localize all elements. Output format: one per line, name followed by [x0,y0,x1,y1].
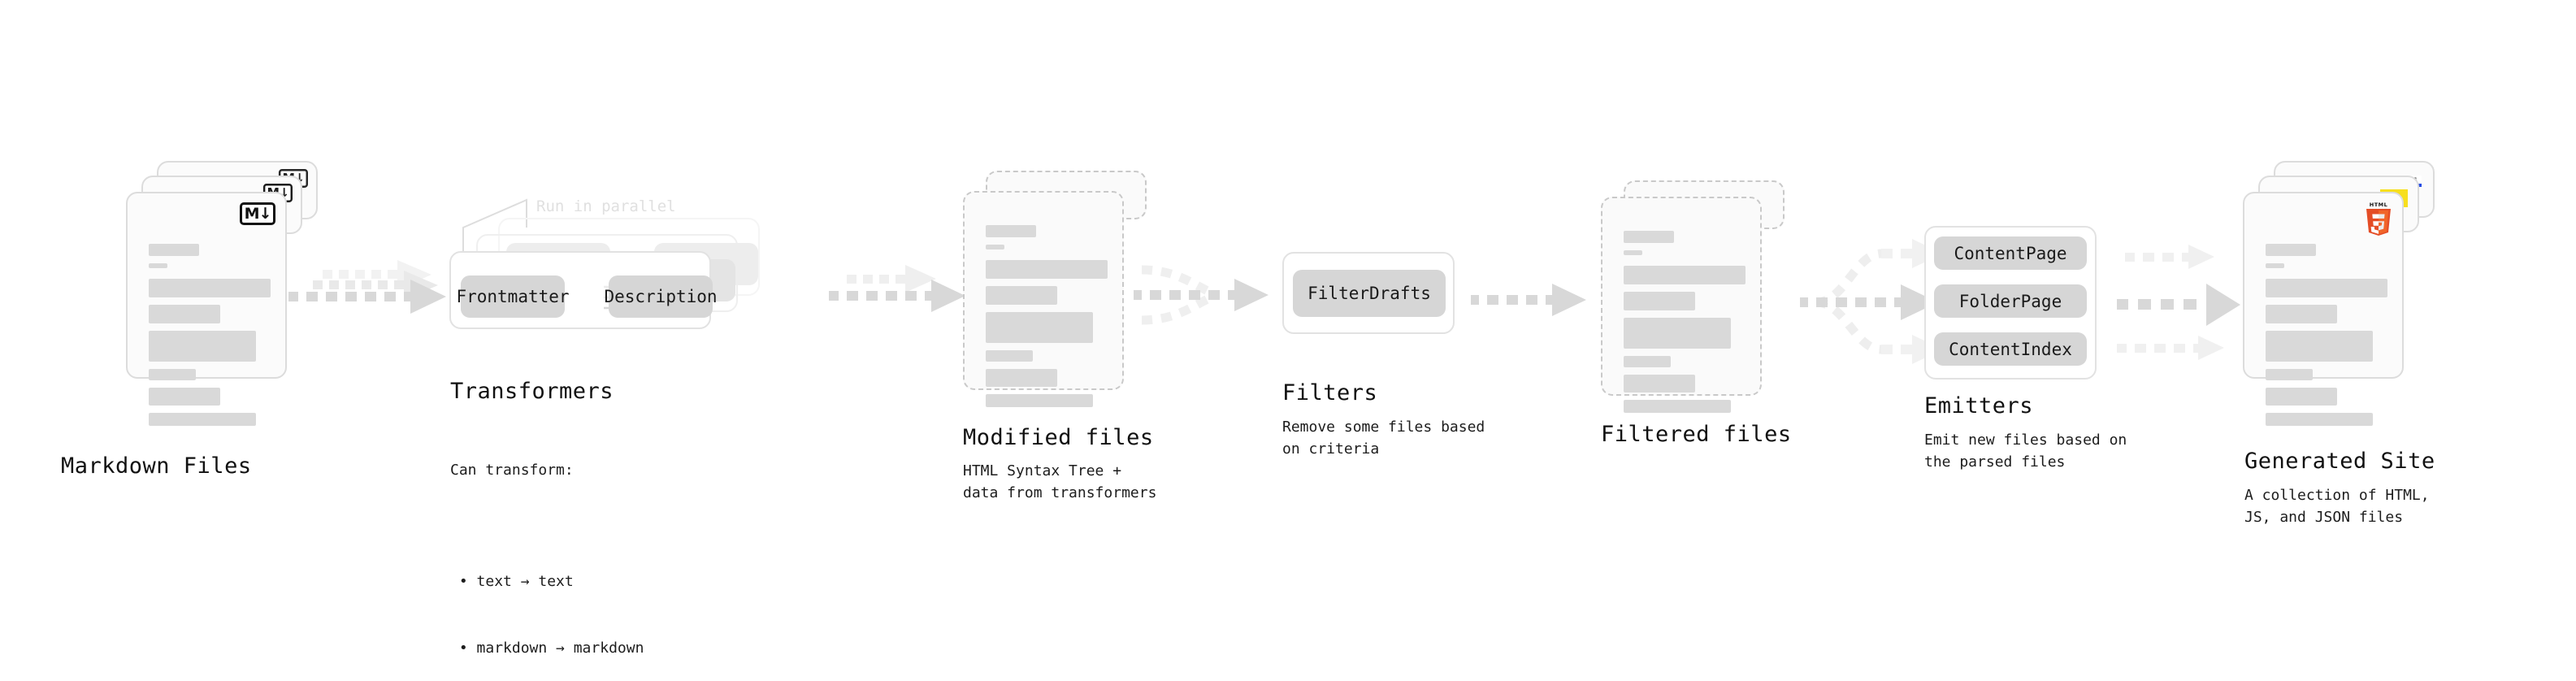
transformers-bullet-0: • text → text [450,572,574,590]
modified-files-caption: HTML Syntax Tree + data from transformer… [963,462,1157,502]
markdown-icon-label: M↓ [244,204,272,223]
arrow-filters-to-filtered [1471,284,1586,316]
emitters-chip-folderpage-label: FolderPage [1958,291,2062,311]
transformer-chip-frontmatter[interactable]: Frontmatter [456,275,570,318]
arrow-markdown-to-transformers [288,260,446,314]
svg-text:HTML: HTML [2370,202,2387,208]
transformer-chip-frontmatter-label: Frontmatter [456,287,570,306]
transformers-caption-lead: Can transform: [450,461,574,479]
filters-chip-filterdrafts[interactable]: FilterDrafts [1293,270,1446,317]
document-card-front [963,191,1124,407]
arrow-modified-to-filters [1134,265,1268,325]
arrow-emitters-to-site [2117,245,2240,360]
markdown-icon: M↓ [240,202,275,225]
transformers-bullet-1: • markdown → markdown [450,639,644,657]
document-card-front: HTML [2243,192,2404,426]
transformer-chip-description-label: Description [604,287,718,306]
emitters-chip-folderpage[interactable]: FolderPage [1934,284,2087,318]
filters-caption: Remove some files based on criteria [1282,419,1485,458]
run-in-parallel-callout [462,198,527,268]
stage-title-transformers: Transformers [450,379,614,404]
generated-site-caption: A collection of HTML, JS, and JSON files [2244,487,2430,527]
html5-icon: HTML [2363,200,2394,236]
emitters-chip-contentindex[interactable]: ContentIndex [1934,332,2087,366]
document-card-front: M↓ [126,192,287,426]
document-content-lines [1624,231,1746,420]
transformers-bullets: • text → text • markdown → markdown • ht… [450,526,644,681]
run-in-parallel-label: Run in parallel [536,197,676,215]
arrow-transformers-to-modified [829,265,965,312]
stage-title-filters: Filters [1282,380,1378,406]
stage-title-modified-files: Modified files [963,425,1154,450]
stage-title-generated-site: Generated Site [2244,449,2435,474]
document-content-lines [149,244,271,433]
filters-chip-filterdrafts-label: FilterDrafts [1308,284,1431,303]
document-content-lines [986,225,1108,414]
document-content-lines [2266,244,2387,433]
transformer-chip-description[interactable]: Description [604,275,718,318]
emitters-caption: Emit new files based on the parsed files [1924,432,2127,471]
emitters-chip-contentindex-label: ContentIndex [1949,339,2072,359]
stage-title-emitters: Emitters [1924,393,2034,419]
stage-title-filtered-files: Filtered files [1601,422,1792,447]
emitters-chip-contentpage-label: ContentPage [1954,243,2067,263]
transformers-caption: Can transform: • text → text • markdown … [450,414,644,681]
document-card-front [1601,197,1762,413]
stage-title-markdown-files: Markdown Files [61,453,252,479]
emitters-chip-contentpage[interactable]: ContentPage [1934,236,2087,270]
